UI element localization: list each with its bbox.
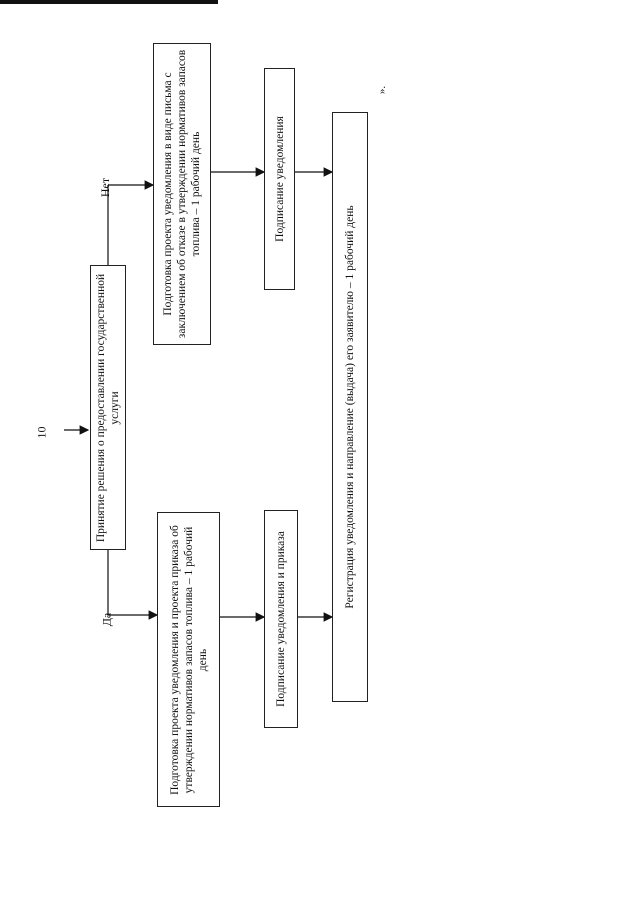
register-text: Регистрация уведомления и направление (в…	[344, 205, 356, 609]
yes-prepare-text: Подготовка проекта уведомления и проекта…	[168, 524, 209, 795]
no-prepare-text: Подготовка проекта уведомления в виде пи…	[162, 49, 202, 339]
yes-sign-box: Подписание уведомления и приказа	[264, 510, 298, 728]
decision-text: Принятие решения о предоставлении госуда…	[95, 273, 121, 542]
page-number: 10	[34, 426, 49, 439]
no-sign-text: Подписание уведомления	[273, 116, 286, 242]
yes-sign-text: Подписание уведомления и приказа	[275, 531, 287, 707]
yes-label: Да	[99, 612, 114, 627]
no-prepare-box: Подготовка проекта уведомления в виде пи…	[153, 43, 211, 345]
no-label: Нет	[98, 177, 113, 198]
register-box: Регистрация уведомления и направление (в…	[332, 112, 368, 702]
yes-prepare-box: Подготовка проекта уведомления и проекта…	[157, 512, 220, 807]
end-mark: ».	[376, 85, 389, 95]
decision-box: Принятие решения о предоставлении госуда…	[90, 265, 126, 550]
top-rule	[0, 0, 218, 4]
no-sign-box: Подписание уведомления	[264, 68, 295, 290]
